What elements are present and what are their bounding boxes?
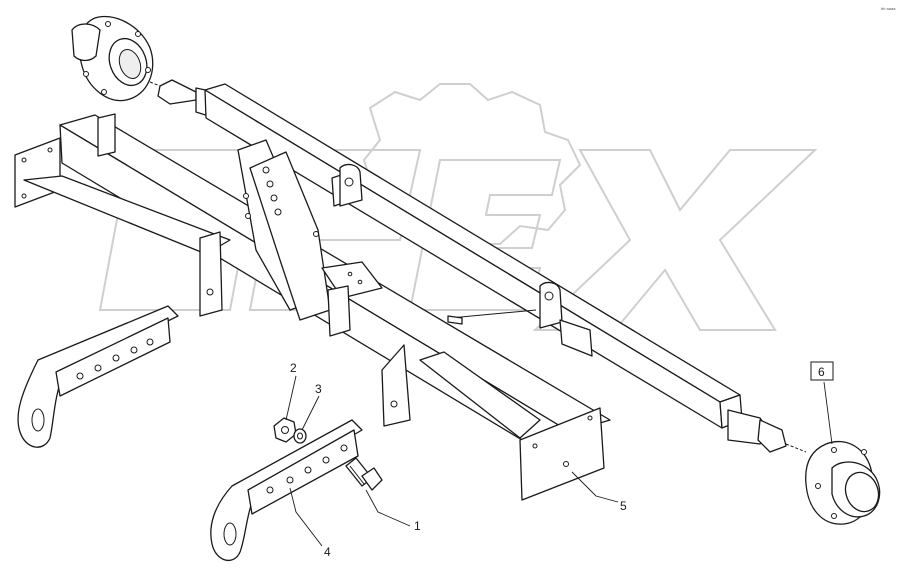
leader-lines xyxy=(285,375,833,547)
callout-3-label: 3 xyxy=(315,382,322,396)
nut-and-washer xyxy=(273,417,307,444)
link-right xyxy=(210,419,363,562)
bolt xyxy=(345,457,383,491)
callout-4-label: 4 xyxy=(324,545,331,559)
callout-2[interactable]: 2 xyxy=(290,361,297,375)
callout-2-label: 2 xyxy=(290,361,297,375)
callout-5[interactable]: 5 xyxy=(620,499,627,513)
callout-6[interactable]: 6 xyxy=(810,361,834,381)
callout-3[interactable]: 3 xyxy=(315,382,322,396)
axle-tube xyxy=(157,79,787,453)
corner-code: bb aaaa xyxy=(881,6,896,11)
hub-left xyxy=(71,15,166,102)
left-end-plate xyxy=(14,137,231,317)
center-bracket xyxy=(237,139,593,357)
callout-6-box xyxy=(810,361,834,381)
callout-4[interactable]: 4 xyxy=(324,545,331,559)
callout-1[interactable]: 1 xyxy=(414,519,421,533)
right-end-plate xyxy=(381,344,605,501)
callout-6-label: 6 xyxy=(818,365,825,379)
link-left xyxy=(17,305,179,448)
callout-5-label: 5 xyxy=(620,499,627,513)
callout-1-label: 1 xyxy=(414,519,421,533)
hub-right xyxy=(785,440,881,525)
